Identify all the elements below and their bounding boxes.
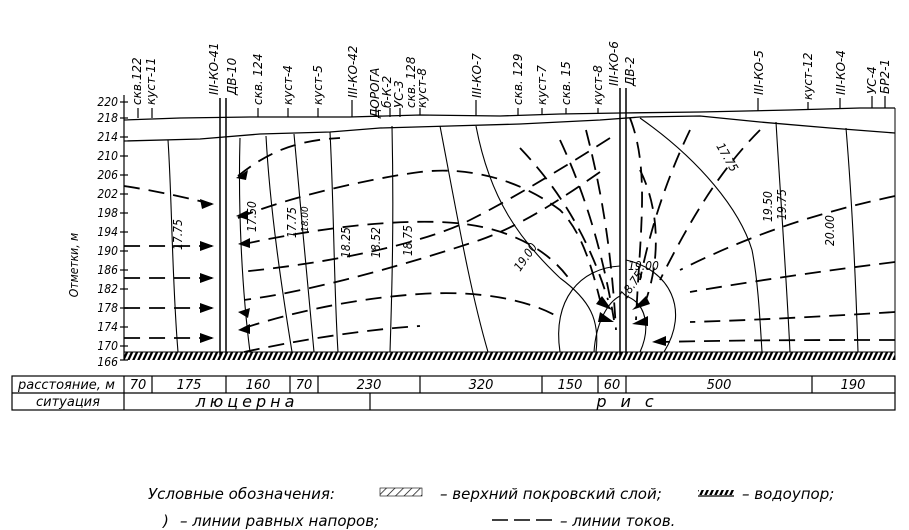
distance-value: 230 [357,378,382,393]
well-label: куст-8 [591,65,605,105]
y-tick: 210 [97,149,118,163]
distance-value: 500 [707,378,732,393]
y-axis [120,95,128,361]
y-tick: 220 [97,95,118,109]
y-tick: 182 [97,282,118,296]
y-tick: 218 [97,111,118,125]
y-tick: 166 [97,355,118,369]
y-tick: 206 [97,168,118,182]
well-label: куст-7 [535,65,549,105]
aquitard-symbol [698,490,734,497]
well-label: куст-12 [801,52,815,100]
well-label: скв. 124 [251,54,265,105]
contour-label: 19.75 [775,189,789,220]
well-label: ДОРОГА [368,68,382,119]
well-label: УС-3 [392,80,406,108]
y-tick: 178 [97,301,118,315]
y-tick: 170 [97,339,118,353]
legend-title: Условные обозначения: [148,485,335,503]
y-tick: 190 [97,244,118,258]
well-markers [137,96,886,118]
contour-label: 17.75 [171,219,185,250]
contour-label: 17.75 [285,207,299,238]
situation-right: рис [595,392,667,411]
legend-item-flow: – линии токов. [560,512,675,530]
drains [219,88,627,355]
contour-label: 18.25 [339,227,353,258]
legend: Условные обозначения: – верхний покровск… [148,485,834,530]
well-label: III-КО-4 [834,50,848,95]
well-label: ДВ-2 [623,56,637,87]
distance-value: 190 [841,378,866,393]
equipotential-lines [167,117,859,353]
legend-item-cover: – верхний покровский слой; [440,485,662,503]
well-label: III-КО-41 [207,42,221,95]
contour-labels: 17.75 17.50 17.75 18.00 18.25 18.52 18.7… [171,141,837,302]
distance-value: 150 [558,378,583,393]
contour-label: 18.00 [300,206,311,232]
flow-arrows [200,170,666,346]
well-label: куст-8 [415,68,429,108]
well-label: куст-4 [281,65,295,105]
profile-table [11,375,896,411]
y-tick: 202 [97,187,118,201]
cover-layer-symbol [379,487,423,497]
ground-surface [123,107,896,142]
contour-label: 19.50 [761,191,775,222]
situation-row-label: ситуация [36,395,100,410]
y-tick: 194 [97,225,118,239]
distance-row-label: расстояние, м [17,378,115,393]
well-label: БР2-1 [878,59,892,94]
y-tick: 174 [97,320,118,334]
well-label: УС-4 [865,66,879,94]
y-tick-labels: 220 218 214 210 206 202 198 194 190 186 … [97,95,118,369]
legend-item-equipotential: – линии равных напоров; [180,512,379,530]
well-label: скв. 129 [511,54,525,105]
contour-label: 19.00 [511,240,540,273]
well-label: III-КО-5 [752,50,766,95]
contour-label: 19.00 [628,259,659,273]
distance-value: 175 [177,378,202,393]
well-label: б-К-2 [380,76,394,108]
situation-left: люцерна [195,392,299,411]
well-label: ДВ-10 [225,57,239,96]
contour-label: 18.75 [401,225,415,256]
y-axis-title: Отметки, м [67,233,81,297]
contour-label: 17.75 [713,141,741,175]
distance-value: 320 [469,378,494,393]
distance-value: 70 [130,378,147,393]
well-label: скв. 15 [559,61,573,105]
well-label: III-КО-6 [607,41,621,86]
well-label: III-КО-42 [346,45,360,98]
legend-item-aquitard: – водоупор; [742,485,834,503]
well-label: скв. 128 [404,56,418,108]
well-label: куст-5 [311,65,325,105]
distance-value: 70 [296,378,313,393]
contour-label: 20.00 [823,215,837,246]
equipotential-symbol: ) [162,512,169,530]
y-tick: 198 [97,206,118,220]
distance-value: 160 [246,378,271,393]
well-label: скв.122 [130,57,144,105]
distance-value: 60 [604,378,621,393]
y-tick: 214 [97,130,118,144]
aquitard-layer [124,352,895,360]
well-label: III-КО-7 [470,53,484,98]
contour-label: 17.50 [245,201,259,232]
y-tick: 186 [97,263,118,277]
contour-label: 18.52 [369,227,383,258]
well-labels: скв.122 куст-11 III-КО-41 ДВ-10 скв. 124… [130,41,892,119]
well-label: куст-11 [144,57,158,105]
table-text: расстояние, м 70 175 160 70 230 320 150 … [17,378,865,411]
